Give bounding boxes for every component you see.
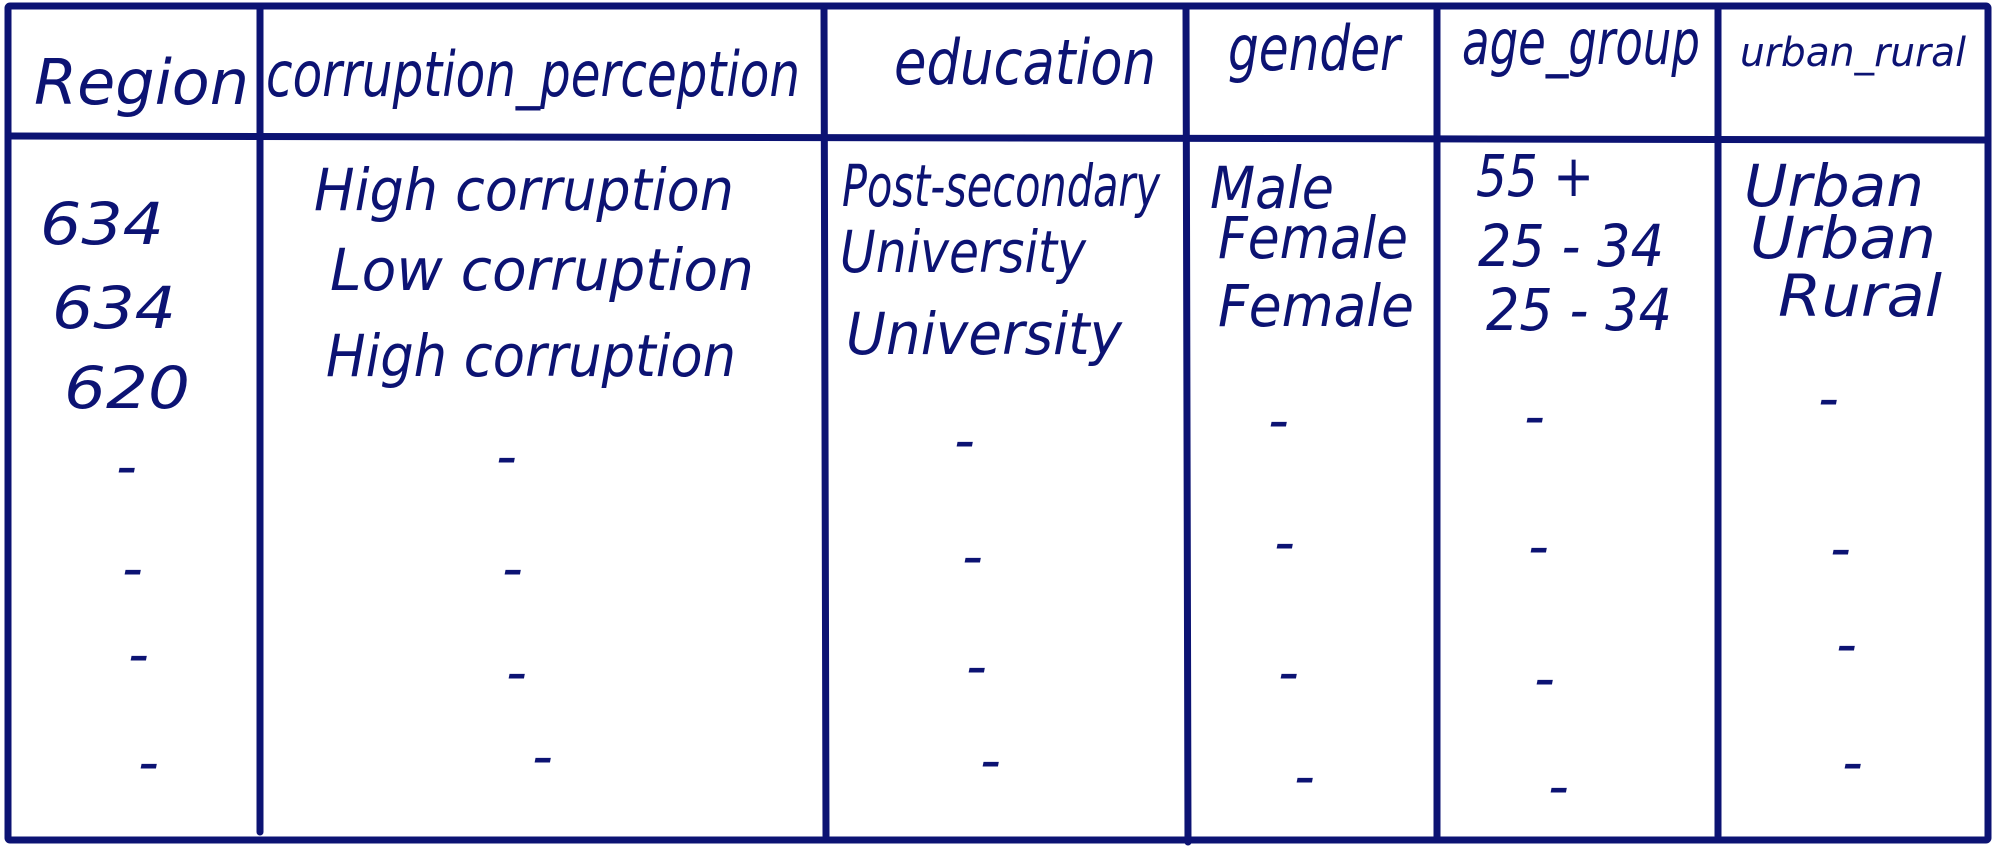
table-cell: High corruption	[314, 156, 734, 224]
table-cell: University	[846, 300, 1123, 368]
table-cell: Rural	[1778, 262, 1942, 330]
table-cell: 25 - 34	[1486, 276, 1672, 344]
header-corruption-perception: corruption_perception	[266, 38, 800, 111]
header-age-group: age_group	[1462, 6, 1700, 79]
table-cell-dash: -	[1548, 752, 1569, 820]
table-cell: Urban	[1750, 204, 1936, 272]
table-cell-dash: -	[1274, 508, 1295, 576]
table-cell: Male	[1210, 154, 1334, 222]
table-cell-dash: -	[532, 722, 553, 790]
table-cell-dash: -	[128, 620, 149, 688]
table-border	[4, 2, 1992, 844]
table-cell: Low corruption	[330, 236, 754, 304]
table-cell-dash: -	[502, 534, 523, 602]
table-cell-dash: -	[1534, 644, 1555, 712]
header-divider	[4, 132, 1992, 144]
table-cell: Post-secondary	[842, 152, 1160, 220]
column-divider-3	[1182, 4, 1192, 846]
header-urban-rural: urban_rural	[1740, 30, 1966, 76]
table-cell-dash: -	[116, 432, 137, 500]
table-cell: 55 +	[1476, 142, 1594, 210]
header-education: education	[894, 26, 1156, 99]
table-cell-dash: -	[1294, 742, 1315, 810]
table-cell: University	[840, 218, 1087, 286]
table-cell: Female	[1218, 204, 1408, 272]
table-cell-dash: -	[966, 632, 987, 700]
table-cell: Urban	[1744, 152, 1924, 220]
table-cell-dash: -	[138, 728, 159, 796]
table-cell: 634	[52, 274, 176, 342]
table-cell: High corruption	[326, 322, 736, 390]
header-region: Region	[34, 46, 249, 119]
table-cell-dash: -	[122, 534, 143, 602]
table-cell: 620	[64, 354, 190, 422]
table-cell-dash: -	[1830, 514, 1851, 582]
table-cell-dash: -	[506, 638, 527, 706]
table-cell-dash: -	[1524, 382, 1545, 450]
table-cell-dash: -	[1836, 610, 1857, 678]
table-cell: 634	[40, 190, 164, 258]
table-cell-dash: -	[962, 522, 983, 590]
table-cell: Female	[1218, 272, 1414, 340]
table-cell-dash: -	[1818, 364, 1839, 432]
table-cell-dash: -	[1842, 728, 1863, 796]
table-cell-dash: -	[496, 422, 517, 490]
table-cell-dash: -	[1268, 386, 1289, 454]
table-cell-dash: -	[1278, 638, 1299, 706]
table-cell-dash: -	[1528, 512, 1549, 580]
table-cell-dash: -	[954, 406, 975, 474]
table-cell: 25 - 34	[1478, 212, 1664, 280]
column-divider-2	[820, 4, 830, 840]
table-cell-dash: -	[980, 726, 1001, 794]
header-gender: gender	[1228, 12, 1403, 85]
